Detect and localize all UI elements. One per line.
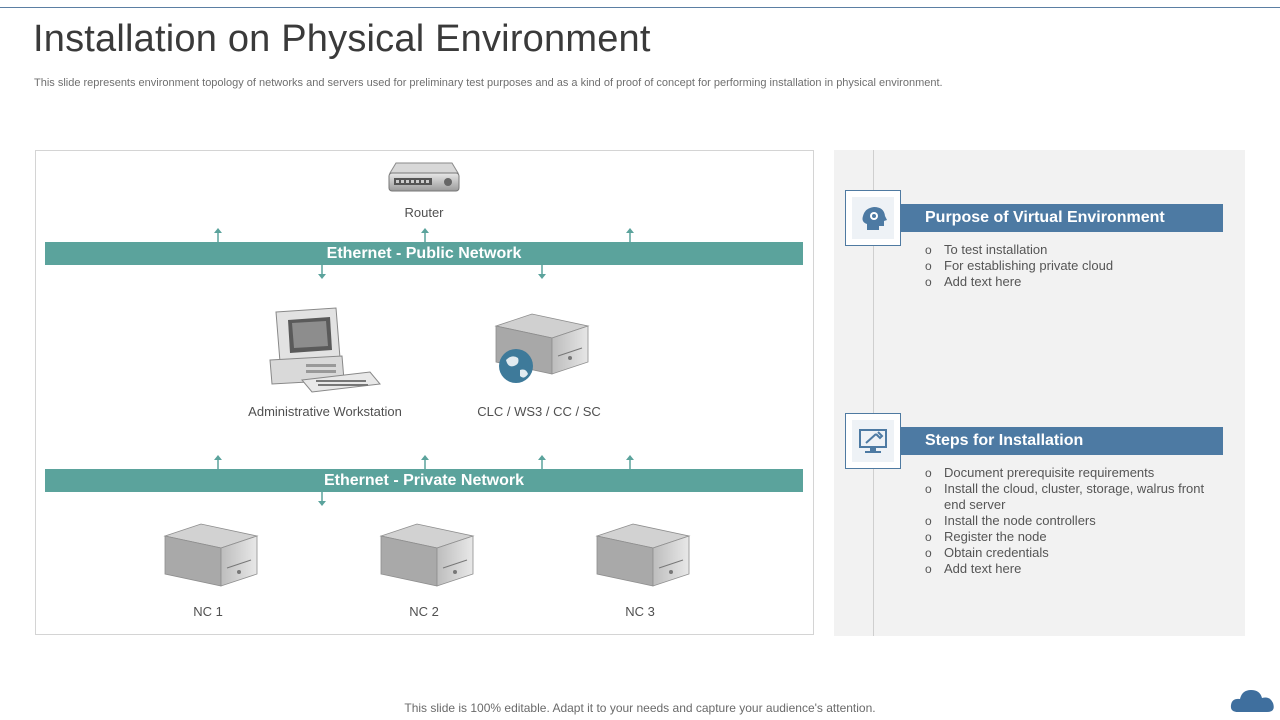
list-item: To test installation bbox=[925, 242, 1214, 258]
arrow-up bbox=[538, 455, 546, 469]
server-icon bbox=[595, 523, 691, 587]
private-network-bus: Ethernet - Private Network bbox=[45, 469, 803, 492]
list-item: Add text here bbox=[925, 561, 1214, 577]
steps-icon-box bbox=[845, 413, 901, 469]
workstation-label: Administrative Workstation bbox=[248, 404, 402, 419]
arrow-down bbox=[318, 265, 326, 279]
server-icon bbox=[379, 523, 475, 587]
page-title: Installation on Physical Environment bbox=[33, 18, 651, 60]
purpose-heading: Purpose of Virtual Environment bbox=[901, 204, 1223, 232]
list-item: Install the node controllers bbox=[925, 513, 1214, 529]
list-item: Obtain credentials bbox=[925, 545, 1214, 561]
panel-divider bbox=[873, 150, 874, 636]
page-subtitle: This slide represents environment topolo… bbox=[34, 77, 943, 89]
public-network-bus: Ethernet - Public Network bbox=[45, 242, 803, 265]
footer-note: This slide is 100% editable. Adapt it to… bbox=[404, 701, 876, 715]
arrow-up bbox=[626, 455, 634, 469]
node-label-1: NC 1 bbox=[193, 604, 223, 619]
arrow-down bbox=[318, 492, 326, 506]
arrow-up bbox=[626, 228, 634, 242]
arrow-up bbox=[421, 455, 429, 469]
list-item: For establishing private cloud bbox=[925, 258, 1214, 274]
server-globe-icon bbox=[494, 313, 590, 383]
server-icon bbox=[163, 523, 259, 587]
workstation-icon bbox=[269, 307, 381, 393]
steps-list: Document prerequisite requirements Insta… bbox=[925, 465, 1214, 577]
router-label: Router bbox=[404, 205, 444, 220]
top-rule bbox=[0, 7, 1280, 8]
cloud-icon bbox=[1230, 690, 1274, 712]
arrow-up bbox=[421, 228, 429, 242]
arrow-down bbox=[538, 265, 546, 279]
monitor-tools-icon bbox=[859, 429, 887, 453]
server-label: CLC / WS3 / CC / SC bbox=[477, 404, 601, 419]
purpose-list: To test installation For establishing pr… bbox=[925, 242, 1214, 290]
head-gear-icon bbox=[862, 207, 887, 230]
list-item: Install the cloud, cluster, storage, wal… bbox=[925, 481, 1214, 513]
node-label-2: NC 2 bbox=[409, 604, 439, 619]
list-item: Document prerequisite requirements bbox=[925, 465, 1214, 481]
steps-heading: Steps for Installation bbox=[901, 427, 1223, 455]
list-item: Add text here bbox=[925, 274, 1214, 290]
arrow-up bbox=[214, 455, 222, 469]
arrow-up bbox=[214, 228, 222, 242]
router-icon bbox=[388, 162, 460, 192]
purpose-icon-box bbox=[845, 190, 901, 246]
node-label-3: NC 3 bbox=[625, 604, 655, 619]
list-item: Register the node bbox=[925, 529, 1214, 545]
